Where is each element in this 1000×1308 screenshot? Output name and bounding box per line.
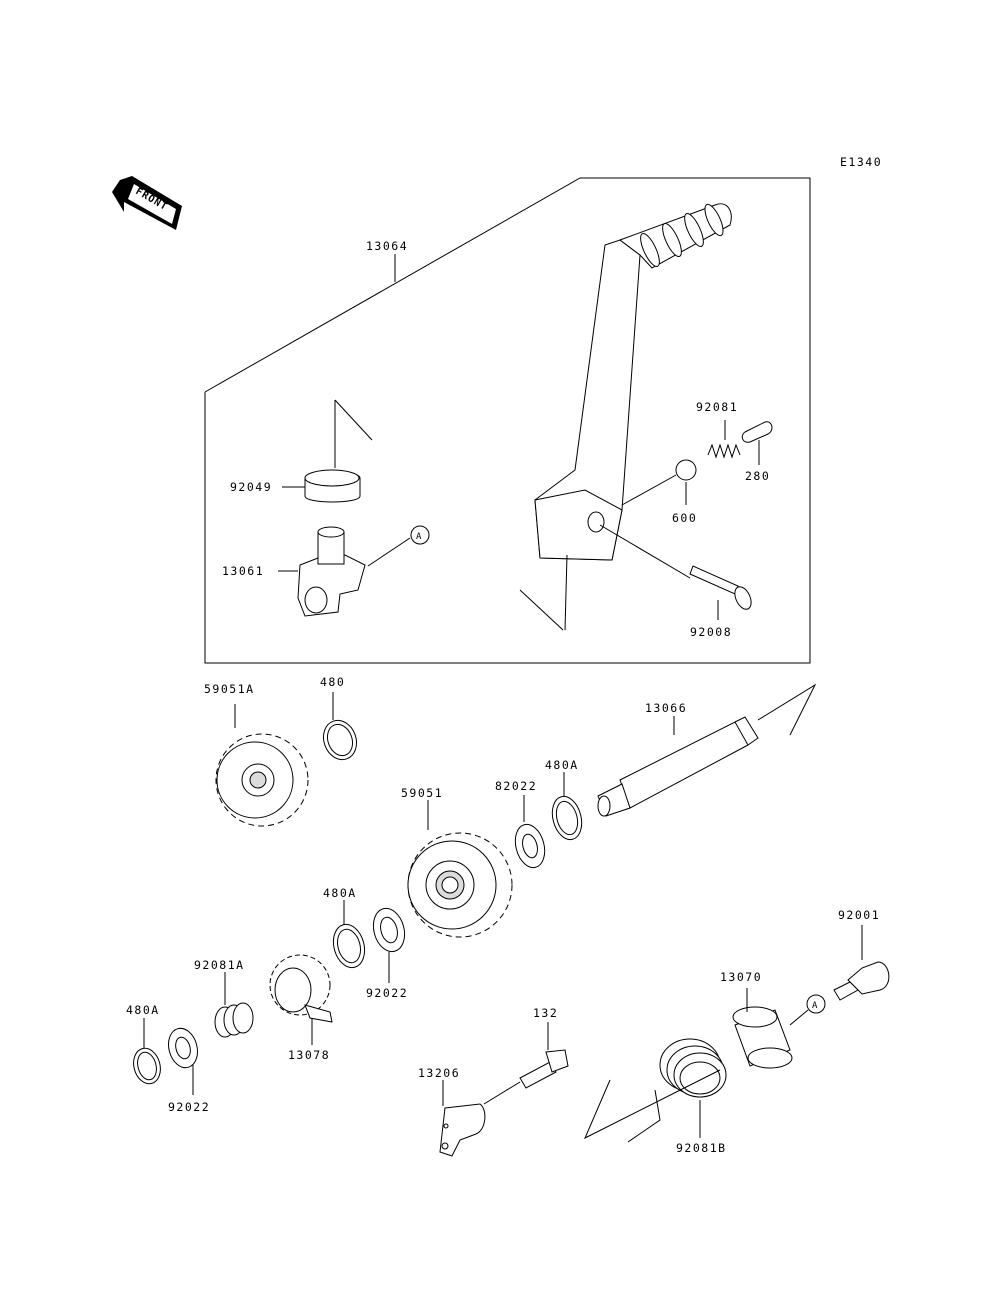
kick-pedal-arm	[519, 203, 732, 631]
plate-13206	[439, 1080, 486, 1157]
washer-92049	[282, 399, 373, 503]
label-132: 132	[533, 1006, 558, 1020]
bolt-92008	[599, 524, 752, 620]
circlip-480a-mid	[332, 900, 366, 969]
label-92081: 92081	[696, 400, 738, 414]
label-480a-top: 480A	[545, 758, 579, 772]
label-92001: 92001	[838, 908, 880, 922]
label-480: 480	[320, 675, 345, 689]
collar-13070	[732, 988, 809, 1069]
label-13064: 13064	[366, 239, 408, 253]
circlip-480a-left	[133, 1018, 161, 1085]
diagram-code: E1340	[840, 155, 882, 169]
label-13066: 13066	[645, 701, 687, 715]
label-280: 280	[745, 469, 770, 483]
plug-280	[741, 421, 773, 465]
ref-marker-a-upper-label: A	[416, 532, 422, 542]
washer-92022-left	[168, 1027, 198, 1095]
ball-600	[621, 459, 697, 506]
bolt-132	[483, 1022, 569, 1105]
label-82022: 82022	[495, 779, 537, 793]
ref-marker-a-upper	[410, 525, 430, 545]
label-92022-mid: 92022	[366, 986, 408, 1000]
ref-marker-a-lower	[806, 994, 826, 1014]
label-480a-mid: 480A	[323, 886, 357, 900]
circlip-480	[322, 692, 358, 761]
assembly-box	[204, 177, 811, 664]
pivot-13061	[278, 526, 411, 617]
circlip-480a-top	[551, 772, 583, 841]
washer-82022	[514, 795, 546, 869]
label-13070: 13070	[720, 970, 762, 984]
label-480a-left: 480A	[126, 1003, 160, 1017]
spring-92081b	[583, 1038, 727, 1143]
washer-92022-mid	[372, 907, 406, 983]
label-92049: 92049	[230, 480, 272, 494]
ref-marker-a-lower-label: A	[812, 1001, 818, 1011]
label-59051a: 59051A	[204, 682, 255, 696]
gear-59051a	[215, 704, 309, 827]
bolt-92001	[833, 925, 890, 1001]
label-600: 600	[672, 511, 697, 525]
gear-59051	[407, 800, 513, 938]
label-92081b: 92081B	[676, 1141, 727, 1155]
label-92008: 92008	[690, 625, 732, 639]
label-92081a: 92081A	[194, 958, 245, 972]
label-59051: 59051	[401, 786, 443, 800]
label-13078: 13078	[288, 1048, 330, 1062]
label-13206: 13206	[418, 1066, 460, 1080]
spring-92081	[707, 420, 741, 459]
kick-shaft-13066	[597, 683, 817, 817]
label-13061: 13061	[222, 564, 264, 578]
spring-92081a	[214, 972, 254, 1038]
label-92022-left: 92022	[168, 1100, 210, 1114]
front-arrow-icon: FRONT	[112, 176, 182, 230]
ratchet-13078	[269, 954, 333, 1045]
